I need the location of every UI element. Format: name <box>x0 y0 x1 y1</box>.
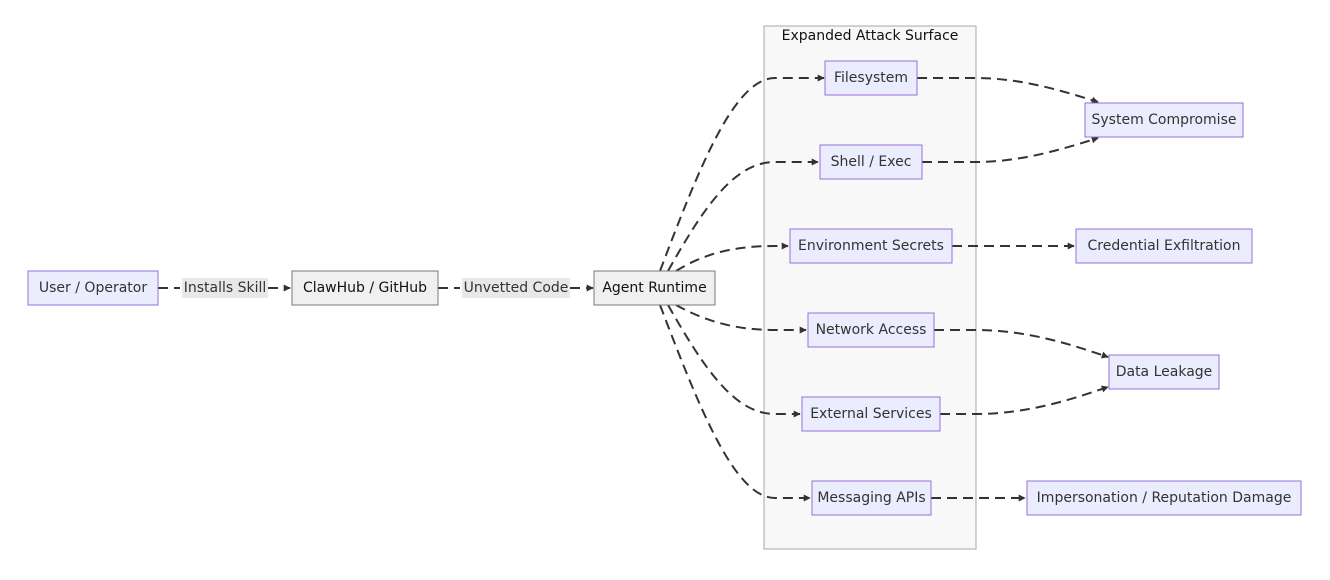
expanded-attack-surface-cluster: Expanded Attack Surface <box>763 25 977 550</box>
edge-runtime-to-network <box>675 304 807 334</box>
node-messaging-apis: Messaging APIs <box>811 480 932 516</box>
edge-network-to-leakage <box>934 329 1109 359</box>
node-network-access-label: Network Access <box>816 322 927 338</box>
node-impersonation-label: Impersonation / Reputation Damage <box>1037 490 1292 506</box>
node-system-compromise-box <box>1084 102 1244 138</box>
node-agent-runtime: Agent Runtime <box>593 270 716 306</box>
node-filesystem-label: Filesystem <box>834 70 908 86</box>
node-environment-secrets-box <box>789 228 953 264</box>
node-data-leakage-box <box>1108 354 1220 390</box>
installs-skill-label: Installs Skill <box>184 280 267 296</box>
node-data-leakage-label: Data Leakage <box>1116 364 1213 380</box>
node-filesystem-box <box>824 60 918 96</box>
node-system-compromise: System Compromise <box>1084 102 1244 138</box>
node-credential-exfiltration-box <box>1075 228 1253 264</box>
installs-skill-label-bg <box>182 278 268 298</box>
node-user-operator: User / Operator <box>27 270 159 306</box>
cluster-box <box>763 25 977 550</box>
node-network-access-box <box>807 312 935 348</box>
edge-labels: Installs Skill Unvetted Code <box>182 278 570 298</box>
edge-runtime-to-shell <box>667 158 819 272</box>
edge-runtime-to-env <box>675 242 789 272</box>
cluster-title: Expanded Attack Surface <box>782 28 959 44</box>
node-shell-exec-box <box>819 144 923 180</box>
node-credential-exfiltration-label: Credential Exfiltration <box>1088 238 1241 254</box>
node-system-compromise-label: System Compromise <box>1092 112 1237 128</box>
unvetted-code-label-bg <box>462 278 570 298</box>
node-environment-secrets: Environment Secrets <box>789 228 953 264</box>
edge-runtime-to-external <box>667 304 801 418</box>
node-external-services: External Services <box>801 396 941 432</box>
node-clawhub-github-box <box>291 270 439 306</box>
node-shell-exec-label: Shell / Exec <box>831 154 912 170</box>
node-clawhub-github: ClawHub / GitHub <box>291 270 439 306</box>
node-messaging-apis-box <box>811 480 932 516</box>
node-environment-secrets-label: Environment Secrets <box>798 238 944 254</box>
node-impersonation-reputation-damage: Impersonation / Reputation Damage <box>1026 480 1302 516</box>
node-impersonation-box <box>1026 480 1302 516</box>
node-external-services-box <box>801 396 941 432</box>
unvetted-code-label: Unvetted Code <box>464 280 569 296</box>
node-filesystem: Filesystem <box>824 60 918 96</box>
edge-external-to-leakage <box>940 385 1109 415</box>
node-external-services-label: External Services <box>810 406 932 422</box>
node-network-access: Network Access <box>807 312 935 348</box>
node-messaging-apis-label: Messaging APIs <box>817 490 925 506</box>
node-agent-runtime-box <box>593 270 716 306</box>
node-user-operator-box <box>27 270 159 306</box>
node-shell-exec: Shell / Exec <box>819 144 923 180</box>
node-credential-exfiltration: Credential Exfiltration <box>1075 228 1253 264</box>
edges <box>158 74 1109 502</box>
node-agent-runtime-label: Agent Runtime <box>602 280 706 296</box>
nodes: User / Operator ClawHub / GitHub Agent R… <box>27 60 1302 516</box>
edge-filesystem-to-compromise <box>917 77 1099 104</box>
node-data-leakage: Data Leakage <box>1108 354 1220 390</box>
node-clawhub-github-label: ClawHub / GitHub <box>303 280 427 296</box>
node-user-operator-label: User / Operator <box>39 280 147 296</box>
edge-shell-to-compromise <box>922 136 1099 163</box>
